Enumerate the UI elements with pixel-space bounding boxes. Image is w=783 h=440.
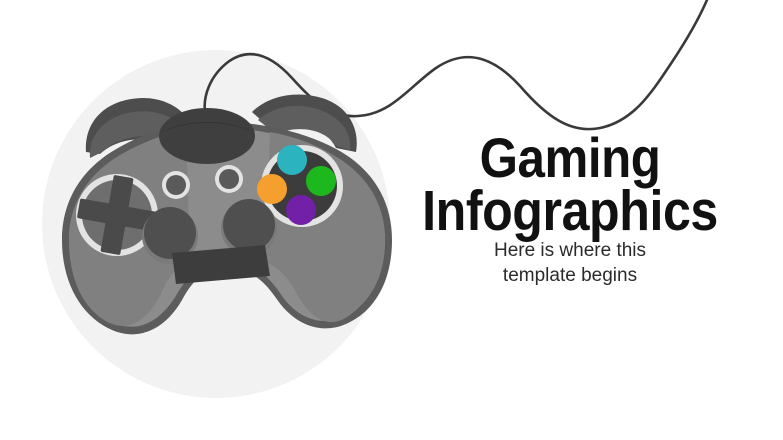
cable-notch-lip — [159, 122, 256, 133]
face-button-orange[interactable] — [257, 174, 287, 204]
page-title: Gaming Infographics — [400, 126, 740, 243]
controller-cable — [203, 0, 709, 131]
select-button[interactable] — [166, 175, 186, 195]
subtitle-line-2: template begins — [502, 265, 638, 287]
dpad-cross-icon — [77, 175, 157, 255]
face-button-purple[interactable] — [286, 195, 316, 225]
start-button[interactable] — [219, 169, 239, 189]
title-line-2: Infographics — [422, 178, 718, 243]
title-block: Gaming Infographics Here is where this t… — [400, 126, 740, 288]
left-bumper-highlight — [89, 111, 180, 158]
face-button-teal[interactable] — [277, 145, 307, 175]
page-subtitle: Here is where this template begins — [400, 238, 740, 288]
cable-notch — [159, 108, 255, 164]
right-bumper-highlight — [258, 105, 351, 150]
face-button-green[interactable] — [306, 166, 336, 196]
center-bar — [172, 245, 270, 284]
controller-body-group — [62, 94, 392, 335]
title-line-1: Gaming — [479, 126, 661, 189]
left-analog-stick[interactable] — [144, 207, 196, 259]
right-analog-stick[interactable] — [223, 199, 275, 251]
subtitle-line-1: Here is where this — [493, 240, 647, 262]
